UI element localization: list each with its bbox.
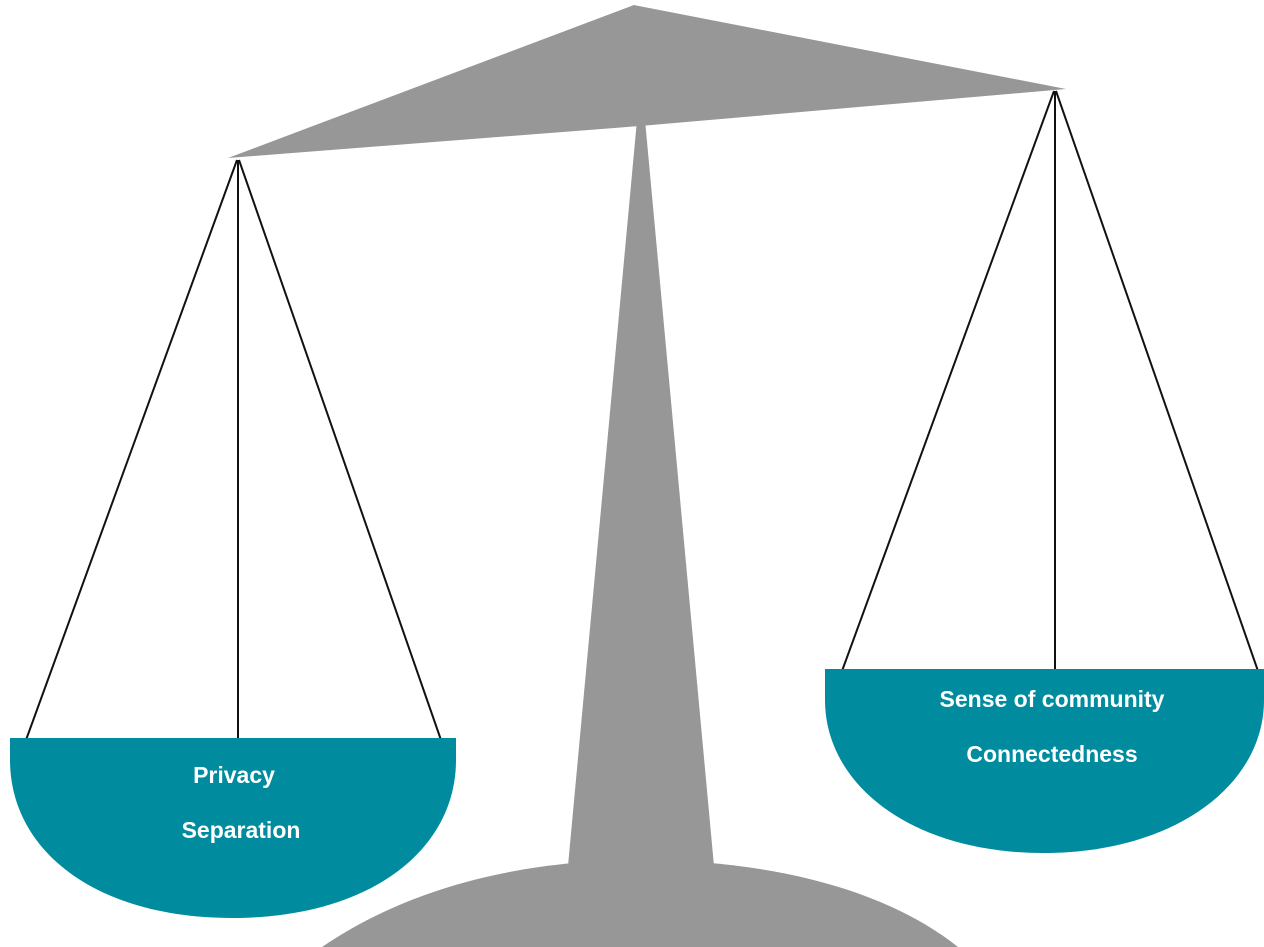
scale-beam [228,5,1066,158]
left-pan-strings [25,159,442,741]
left-pan-label-separation: Separation [182,817,301,843]
left-pan [10,738,456,918]
scale-base [322,860,958,947]
right-pan-strings [841,90,1259,672]
right-pan [825,669,1264,853]
right-pan-label-connectedness: Connectedness [966,741,1137,767]
left-pan-label-privacy: Privacy [193,762,275,788]
right-pan-label-sense-of-community: Sense of community [940,686,1165,712]
scale-pillar [568,120,714,866]
